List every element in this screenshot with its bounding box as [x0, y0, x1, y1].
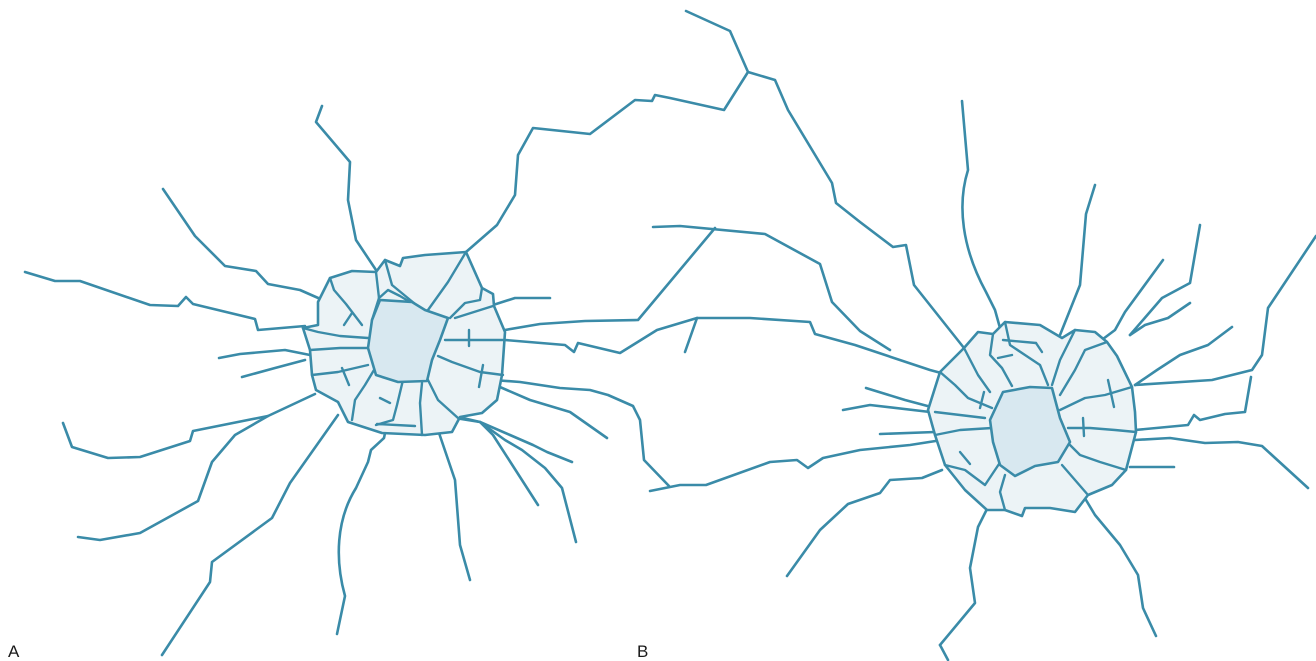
- process: [480, 422, 576, 542]
- process: [686, 11, 964, 348]
- process: [1135, 327, 1232, 385]
- process: [1086, 500, 1156, 636]
- process: [650, 440, 942, 491]
- segment-tick: [1083, 418, 1084, 436]
- process: [505, 228, 715, 330]
- process: [493, 384, 607, 438]
- process: [25, 272, 305, 330]
- process: [787, 470, 942, 576]
- process: [242, 360, 305, 377]
- cell-b: [650, 11, 1316, 660]
- process: [162, 415, 338, 655]
- process: [63, 394, 315, 458]
- process: [880, 432, 935, 434]
- process: [463, 418, 572, 462]
- process: [962, 101, 1000, 328]
- process: [337, 403, 397, 634]
- process: [1135, 236, 1316, 385]
- process: [493, 298, 550, 305]
- process: [316, 106, 376, 270]
- process: [940, 645, 948, 660]
- process: [455, 418, 538, 505]
- process: [940, 509, 987, 645]
- process: [466, 72, 748, 252]
- process: [78, 416, 268, 540]
- process: [653, 226, 890, 350]
- panel-b-label: B: [637, 642, 648, 661]
- process: [163, 189, 325, 301]
- process: [1058, 185, 1095, 340]
- process: [697, 318, 978, 383]
- process: [843, 405, 930, 412]
- process: [1095, 260, 1163, 345]
- process: [1135, 438, 1308, 488]
- cell-a: [25, 72, 748, 655]
- process: [1130, 303, 1190, 335]
- process: [505, 318, 697, 353]
- panel-a-label: A: [8, 642, 20, 661]
